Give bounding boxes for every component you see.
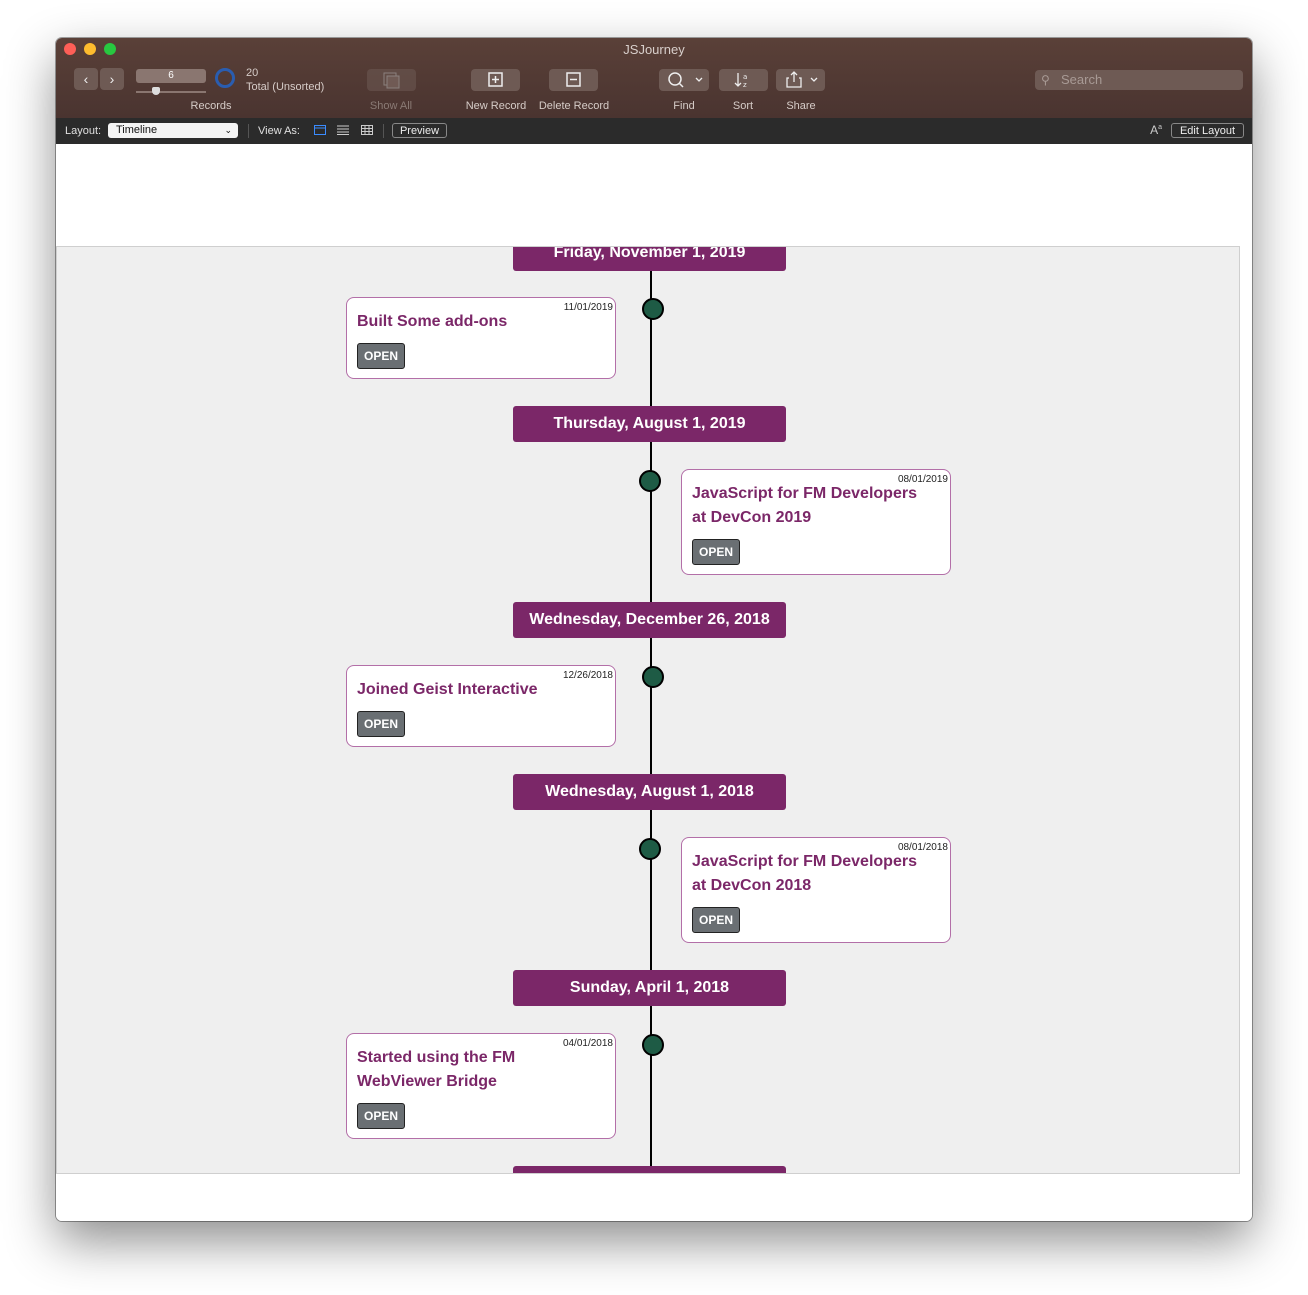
date-header: Sunday, April 1, 2018 — [513, 970, 786, 1006]
timeline-dot — [639, 470, 661, 492]
close-window-button[interactable] — [64, 43, 76, 55]
search-field-icon: ⚲ — [1041, 73, 1050, 87]
search-placeholder: Search — [1061, 72, 1103, 87]
svg-text:a: a — [743, 73, 747, 81]
record-slider-handle[interactable] — [152, 87, 160, 95]
timeline-dot — [642, 1034, 664, 1056]
event-card: 12/26/2018 Joined Geist Interactive OPEN — [346, 665, 616, 747]
record-count: 20 Total (Unsorted) — [246, 66, 324, 94]
divider — [383, 124, 384, 138]
app-window: JSJourney ‹ › 6 Records 20 Total (Unsort… — [56, 38, 1252, 1221]
timeline-line — [650, 247, 652, 1173]
show-all-label: Show All — [369, 100, 413, 112]
text-size-icon[interactable]: Aa — [1150, 123, 1162, 137]
form-view-icon[interactable] — [314, 125, 326, 135]
svg-text:z: z — [743, 81, 747, 89]
delete-record-label: Delete Record — [538, 100, 610, 112]
event-date: 08/01/2019 — [897, 474, 948, 485]
find-label: Find — [673, 100, 695, 112]
event-title: Joined Geist Interactive — [357, 681, 538, 698]
edit-layout-button[interactable]: Edit Layout — [1171, 123, 1244, 138]
toolbar: JSJourney ‹ › 6 Records 20 Total (Unsort… — [56, 38, 1252, 118]
event-card: 11/01/2019 Built Some add-ons OPEN — [346, 297, 616, 379]
date-header: Friday, November 1, 2019 — [513, 247, 786, 271]
timeline-dot — [642, 298, 664, 320]
timeline-webviewer[interactable]: Friday, November 1, 2019 11/01/2019 Buil… — [56, 246, 1240, 1174]
divider — [248, 124, 249, 138]
search-field[interactable]: ⚲ Search — [1035, 70, 1243, 90]
list-view-icon[interactable] — [337, 125, 349, 135]
event-card: 04/01/2018 Started using the FM WebViewe… — [346, 1033, 616, 1139]
event-title: Built Some add-ons — [357, 313, 508, 330]
new-record-button[interactable] — [471, 69, 520, 91]
event-date: 04/01/2018 — [562, 1038, 613, 1049]
records-label: Records — [190, 100, 232, 112]
event-date: 08/01/2018 — [897, 842, 948, 853]
date-header: Thursday, August 1, 2019 — [513, 406, 786, 442]
new-record-label: New Record — [465, 100, 527, 112]
chevron-down-icon: ⌄ — [224, 125, 232, 135]
open-button[interactable]: OPEN — [357, 1103, 405, 1129]
share-icon — [786, 71, 818, 88]
show-all-button[interactable] — [367, 69, 416, 91]
share-button[interactable] — [776, 69, 825, 91]
sort-label: Sort — [732, 100, 754, 112]
window-title: JSJourney — [623, 42, 685, 57]
share-label: Share — [786, 100, 816, 112]
preview-button[interactable]: Preview — [392, 123, 447, 138]
event-card: 08/01/2019 JavaScript for FM Developers … — [681, 469, 951, 575]
total-count: 20 — [246, 67, 259, 79]
open-button[interactable]: OPEN — [357, 343, 405, 369]
timeline-dot — [642, 666, 664, 688]
event-card: 08/01/2018 JavaScript for FM Developers … — [681, 837, 951, 943]
layout-select[interactable]: Timeline ⌄ — [108, 123, 238, 138]
next-record-button[interactable]: › — [100, 68, 124, 90]
total-label: Total (Unsorted) — [246, 81, 325, 93]
open-button[interactable]: OPEN — [692, 907, 740, 933]
chevron-left-icon: ‹ — [83, 71, 89, 87]
previous-record-button[interactable]: ‹ — [74, 68, 98, 90]
sort-button[interactable]: a z — [719, 69, 768, 91]
open-button[interactable]: OPEN — [692, 539, 740, 565]
event-title: JavaScript for FM Developers at DevCon 2… — [692, 853, 917, 894]
record-pie-icon — [215, 68, 235, 88]
chevron-right-icon: › — [109, 71, 115, 87]
layout-label: Layout: — [65, 125, 102, 137]
delete-record-button[interactable] — [549, 69, 598, 91]
event-date: 12/26/2018 — [562, 670, 613, 681]
plus-icon — [488, 72, 503, 87]
date-header — [513, 1166, 786, 1173]
event-date: 11/01/2019 — [563, 302, 613, 313]
zoom-window-button[interactable] — [104, 43, 116, 55]
record-number-field[interactable]: 6 — [136, 69, 206, 83]
open-button[interactable]: OPEN — [357, 711, 405, 737]
layout-canvas: Friday, November 1, 2019 11/01/2019 Buil… — [56, 144, 1252, 1221]
sort-icon: a z — [734, 73, 747, 89]
event-title: Started using the FM WebViewer Bridge — [357, 1049, 516, 1090]
event-title: JavaScript for FM Developers at DevCon 2… — [692, 485, 917, 526]
layout-bar: Layout: Timeline ⌄ View As: Preview Aa E… — [56, 118, 1252, 144]
minus-icon — [566, 72, 581, 87]
search-icon — [668, 72, 703, 88]
view-as-label: View As: — [258, 125, 300, 137]
date-header: Wednesday, August 1, 2018 — [513, 774, 786, 810]
timeline-dot — [639, 838, 661, 860]
layout-select-value: Timeline — [116, 124, 158, 136]
date-header: Wednesday, December 26, 2018 — [513, 602, 786, 638]
table-view-icon[interactable] — [361, 125, 373, 135]
find-button[interactable] — [659, 69, 709, 91]
minimize-window-button[interactable] — [84, 43, 96, 55]
record-slider[interactable] — [136, 91, 206, 93]
show-all-icon — [383, 72, 400, 89]
